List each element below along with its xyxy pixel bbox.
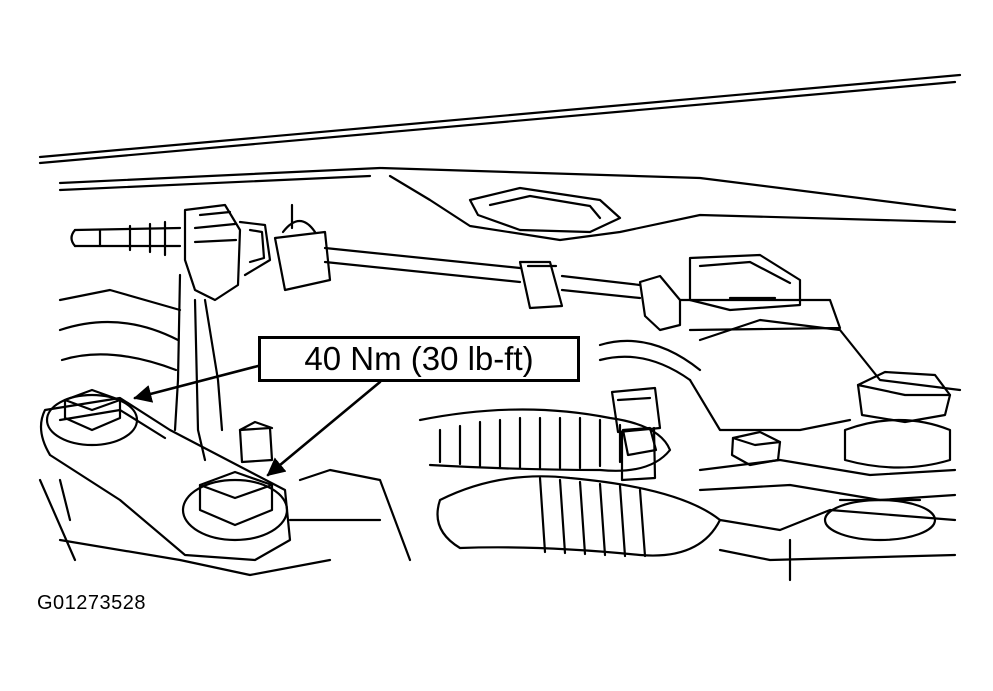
hood-edge: [38, 73, 962, 242]
bolt-right: [823, 370, 952, 542]
mounting-bracket: [58, 273, 224, 462]
coolant-pipe: [598, 339, 702, 382]
callout-leaders: [133, 364, 382, 477]
bolt-upper-left: [45, 388, 139, 447]
linkage-arm: [688, 318, 962, 582]
figure-id: G01273528: [37, 592, 147, 614]
stud: [238, 420, 274, 464]
bolt-lower: [181, 470, 289, 542]
torque-callout: 40 Nm (30 lb-ft): [258, 336, 580, 382]
shift-cable-rod: [70, 203, 842, 332]
bolt-small-center: [621, 426, 658, 457]
bolt-middle: [730, 430, 782, 467]
lower-frame: [38, 468, 957, 577]
wiring-harness: [418, 408, 722, 558]
sensor-connector: [610, 386, 662, 482]
